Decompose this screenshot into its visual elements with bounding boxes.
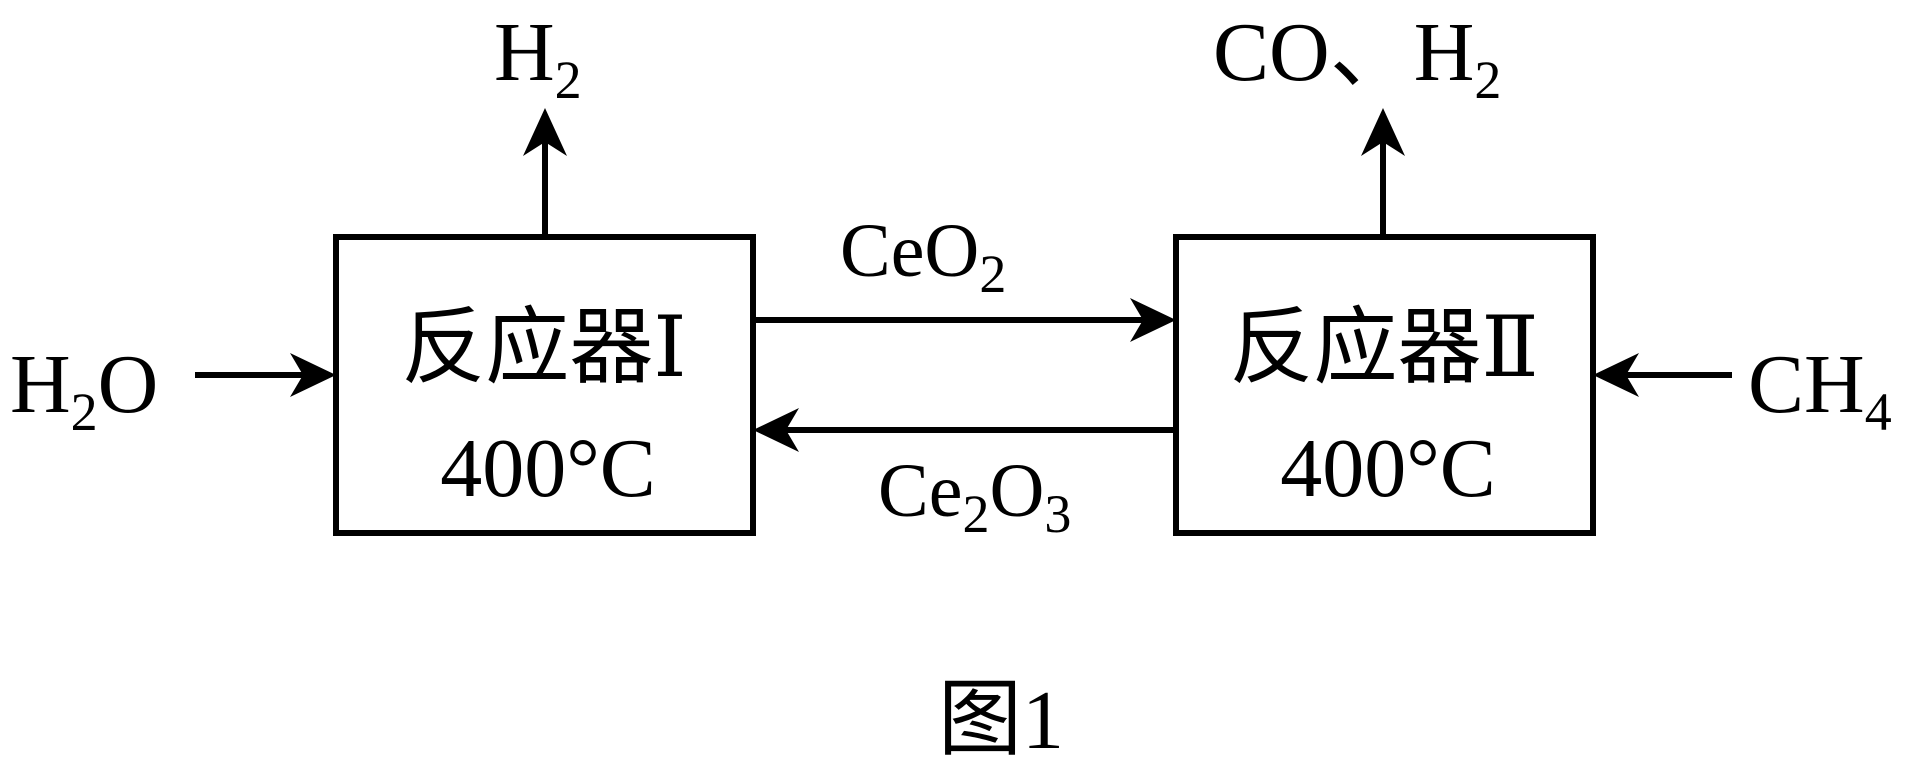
ch4-input-label: CH4 bbox=[1748, 338, 1892, 442]
h2-output-label: H2 bbox=[494, 6, 582, 110]
ce2o3-transfer-arrowhead bbox=[753, 408, 799, 452]
h2-subscript: 2 bbox=[555, 50, 582, 110]
h2o-input-arrowhead bbox=[290, 353, 336, 397]
ceo2-label: CeO2 bbox=[840, 209, 1006, 304]
ch4-ch: CH bbox=[1748, 338, 1865, 431]
h2-output-arrowhead bbox=[523, 108, 567, 156]
ceo2-main: CeO bbox=[840, 209, 979, 293]
h2o-input-label: H2O bbox=[10, 338, 158, 442]
reactor-2-temperature: 400°C bbox=[1280, 422, 1496, 515]
reactor-1-name: 反应器Ⅰ bbox=[401, 302, 686, 395]
reactor-1-temperature: 400°C bbox=[440, 422, 656, 515]
ceo2-transfer-arrowhead bbox=[1130, 298, 1176, 342]
ce2o3-label: Ce2O3 bbox=[878, 449, 1071, 544]
co-h2-output-label: CO、H2 bbox=[1213, 6, 1501, 110]
figure-caption: 图1 bbox=[938, 674, 1064, 764]
co-h2-subscript: 2 bbox=[1474, 50, 1501, 110]
h2o-h: H bbox=[10, 338, 71, 431]
co-h2-output-arrowhead bbox=[1361, 108, 1405, 156]
h2o-o: O bbox=[98, 338, 159, 431]
ce2o3-o: O bbox=[989, 449, 1044, 533]
ch4-subscript: 4 bbox=[1865, 382, 1892, 442]
h2o-subscript: 2 bbox=[71, 382, 98, 442]
ce2o3-subscript-1: 2 bbox=[962, 484, 989, 544]
ch4-input-arrowhead bbox=[1593, 353, 1639, 397]
h2-h: H bbox=[494, 6, 555, 99]
co-h2-main: CO、H bbox=[1213, 6, 1474, 99]
ceo2-subscript: 2 bbox=[979, 244, 1006, 304]
ce2o3-ce: Ce bbox=[878, 449, 962, 533]
ce2o3-subscript-2: 3 bbox=[1044, 484, 1071, 544]
reactor-2-name: 反应器Ⅱ bbox=[1229, 302, 1538, 395]
